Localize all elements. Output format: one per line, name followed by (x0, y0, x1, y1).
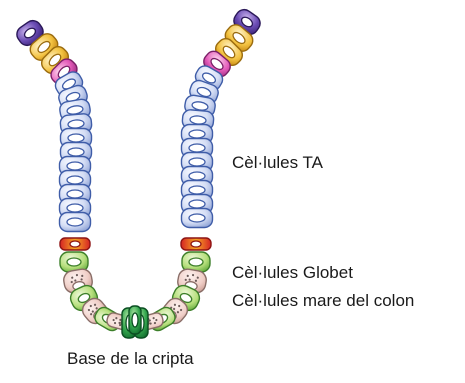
label-crypt-base: Base de la cripta (67, 349, 194, 369)
crypt-cell-right-16 (181, 238, 211, 250)
crypt-cell-left-16 (60, 238, 90, 250)
crypt-cells (14, 6, 264, 338)
label-ta-cells: Cèl·lules TA (232, 153, 323, 173)
label-globet-cells: Cèl·lules Globet (232, 263, 353, 283)
crypt-cell-right-15 (182, 209, 213, 228)
crypt-cell-base-15 (129, 306, 141, 334)
crypt-cell-left-15 (60, 213, 91, 232)
label-stem-cells: Cèl·lules mare del colon (232, 291, 414, 311)
